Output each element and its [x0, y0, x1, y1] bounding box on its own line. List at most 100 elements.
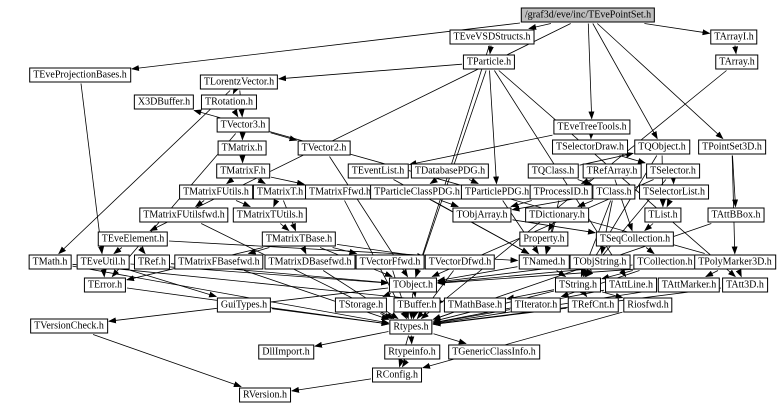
node-tversioncheck-h[interactable]: TVersionCheck.h	[30, 318, 108, 334]
node-x3dbuffer-h[interactable]: X3DBuffer.h	[133, 94, 195, 110]
node-property-h[interactable]: Property.h	[519, 231, 569, 247]
node-tmatrixf-h[interactable]: TMatrixF.h	[216, 163, 270, 179]
node-tlorentzvector-h[interactable]: TLorentzVector.h	[199, 74, 279, 90]
node-titerator-h[interactable]: TIterator.h	[510, 297, 562, 313]
node-tstorage-h[interactable]: TStorage.h	[334, 297, 388, 313]
node-tref-h[interactable]: TRef.h	[133, 254, 171, 270]
dependency-edge	[270, 132, 298, 142]
node-teveprojectionbases-h[interactable]: TEveProjectionBases.h	[29, 67, 131, 83]
dependency-edge	[587, 23, 595, 120]
dependency-edge	[111, 133, 237, 278]
dependency-edge	[619, 155, 646, 164]
dependency-edge	[130, 263, 389, 286]
node-tbuffer-h[interactable]: TBuffer.h	[393, 297, 441, 313]
node-guitypes-h[interactable]: GuiTypes.h	[216, 297, 272, 313]
node-tmatrix-h[interactable]: TMatrix.h	[217, 140, 267, 156]
node-trefcnt-h[interactable]: TRefCnt.h	[567, 297, 619, 313]
node-tvectorffwd-h[interactable]: TVectorFfwd.h	[355, 254, 425, 270]
dependency-edge	[235, 200, 251, 207]
node-tmatrixfutils-h[interactable]: TMatrixFUtils.h	[179, 184, 253, 200]
node-tqclass-h[interactable]: TQClass.h	[527, 163, 579, 179]
node-tmatrixtutils-h[interactable]: TMatrixTUtils.h	[232, 207, 308, 223]
node-tpolymarker3d-h[interactable]: TPolyMarker3D.h	[694, 254, 776, 270]
node-tparticlepdg-h[interactable]: TParticlePDG.h	[460, 184, 534, 200]
node-tprocessid-h[interactable]: TProcessID.h	[529, 184, 593, 200]
dependency-edge	[577, 200, 594, 207]
node-tparticleclasspdg-h[interactable]: TParticleClassPDG.h	[370, 184, 464, 200]
node-tseqcollection-h[interactable]: TSeqCollection.h	[595, 231, 675, 247]
dependency-edge	[592, 23, 658, 140]
node-tmatrixffwd-h[interactable]: TMatrixFfwd.h	[305, 184, 375, 200]
node-rtypeinfo-h[interactable]: Rtypeinfo.h	[384, 344, 440, 360]
dependency-edge	[644, 223, 654, 232]
node-riosfwd-h[interactable]: Riosfwd.h	[623, 297, 673, 313]
node-tmatrixfbasefwd-h[interactable]: TMatrixFBasefwd.h	[174, 254, 264, 270]
dependency-edge	[414, 45, 490, 278]
node-rversion-h[interactable]: RVersion.h	[239, 387, 291, 403]
dependency-edge	[644, 23, 711, 36]
node-tselector-h[interactable]: TSelector.h	[646, 163, 700, 179]
node-tmathbase-h[interactable]: TMathBase.h	[443, 297, 507, 313]
node-tattmarker-h[interactable]: TAttMarker.h	[657, 277, 721, 293]
node-dllimport-h[interactable]: DllImport.h	[258, 344, 314, 360]
node-tselectorlist-h[interactable]: TSelectorList.h	[639, 184, 709, 200]
node-tobject-h[interactable]: TObject.h	[388, 277, 438, 293]
node-graf3d-eve-inc-tevepointset-h[interactable]: /graf3d/eve/inc/TEvePointSet.h	[520, 7, 656, 23]
node-teventlist-h[interactable]: TEventList.h	[347, 163, 409, 179]
dependency-edge	[72, 265, 390, 325]
node-tvector3-h[interactable]: TVector3.h	[216, 117, 270, 133]
node-terror-h[interactable]: TError.h	[83, 277, 127, 293]
dependency-edge	[280, 223, 290, 232]
dependency-edge	[579, 151, 634, 166]
node-rtypes-h[interactable]: Rtypes.h	[389, 319, 433, 335]
dependency-edge	[489, 70, 500, 185]
node-tclass-h[interactable]: TClass.h	[592, 184, 636, 200]
dependency-edge	[408, 134, 553, 167]
node-tatt3d-h[interactable]: TAtt3D.h	[722, 277, 768, 293]
dependency-edge	[580, 178, 592, 184]
node-tlist-h[interactable]: TList.h	[644, 207, 682, 223]
dependency-edge	[666, 198, 673, 208]
node-tarray-h[interactable]: TArray.h	[715, 54, 759, 70]
node-tattbbox-h[interactable]: TAttBBox.h	[707, 207, 765, 223]
node-tmatrixdbasefwd-h[interactable]: TMatrixDBasefwd.h	[264, 254, 356, 270]
node-tevevsdstructs-h[interactable]: TEveVSDStructs.h	[449, 29, 535, 45]
dependency-edge	[506, 289, 555, 301]
node-tqobject-h[interactable]: TQObject.h	[634, 139, 690, 155]
node-tvector2-h[interactable]: TVector2.h	[297, 140, 351, 156]
node-tobjstring-h[interactable]: TObjString.h	[569, 254, 631, 270]
dependency-edge	[429, 177, 438, 185]
dependency-edge	[601, 270, 633, 280]
node-tmatrixtbase-h[interactable]: TMatrixTBase.h	[261, 231, 337, 247]
node-tcollection-h[interactable]: TCollection.h	[633, 254, 697, 270]
node-tstring-h[interactable]: TString.h	[554, 277, 602, 293]
node-tevetreetools-h[interactable]: TEveTreeTools.h	[553, 119, 631, 135]
dependency-edge	[130, 270, 218, 298]
node-tpointset3d-h[interactable]: TPointSet3D.h	[698, 139, 766, 155]
node-tmatrixt-h[interactable]: TMatrixT.h	[252, 184, 308, 200]
node-tgenericclassinfo-h[interactable]: TGenericClassInfo.h	[448, 344, 540, 360]
node-tvectordfwd-h[interactable]: TVectorDfwd.h	[424, 254, 496, 270]
node-tmath-h[interactable]: TMath.h	[28, 254, 72, 270]
node-tobjarray-h[interactable]: TObjArray.h	[452, 207, 512, 223]
node-tdictionary-h[interactable]: TDictionary.h	[525, 207, 589, 223]
node-rconfig-h[interactable]: RConfig.h	[372, 367, 422, 383]
dependency-edge	[193, 109, 705, 254]
node-tselectordraw-h[interactable]: TSelectorDraw.h	[552, 139, 628, 155]
node-trefarray-h[interactable]: TRefArray.h	[582, 163, 642, 179]
dependency-edge	[437, 266, 518, 283]
node-tattline-h[interactable]: TAttLine.h	[605, 277, 657, 293]
dependency-edge	[382, 291, 392, 297]
dependency-edge	[72, 263, 444, 305]
node-tnamed-h[interactable]: TNamed.h	[518, 254, 570, 270]
node-tparticle-h[interactable]: TParticle.h	[462, 54, 516, 70]
dependency-edge	[247, 247, 270, 255]
node-teveelement-h[interactable]: TEveElement.h	[97, 231, 169, 247]
node-tarrayi-h[interactable]: TArrayI.h	[710, 29, 758, 45]
node-tdatabasepdg-h[interactable]: TDatabasePDG.h	[410, 163, 490, 179]
node-teveutil-h[interactable]: TEveUtil.h	[76, 254, 130, 270]
dependency-edge	[226, 176, 235, 185]
dependency-edge	[412, 310, 419, 320]
node-tmatrixfutilsfwd-h[interactable]: TMatrixFUtilsfwd.h	[139, 207, 229, 223]
node-trotation-h[interactable]: TRotation.h	[200, 94, 258, 110]
